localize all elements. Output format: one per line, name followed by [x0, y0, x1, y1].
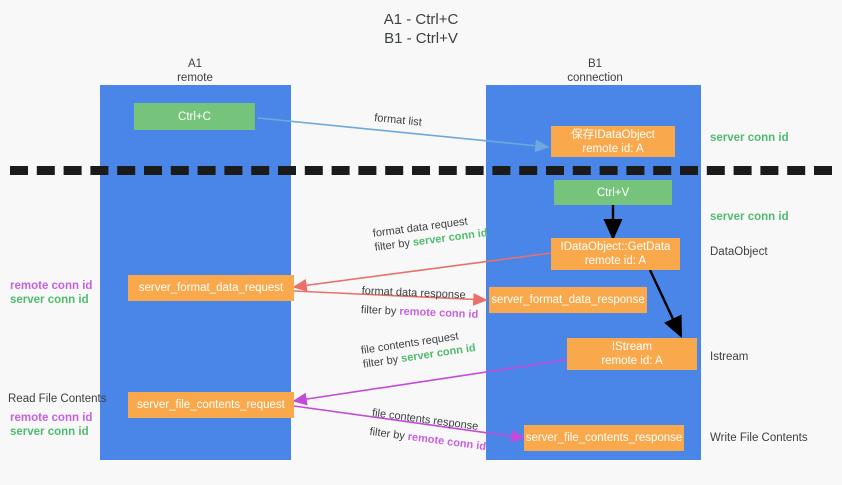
column-header-a1-title: A1	[187, 58, 203, 70]
node-istream-sublabel: remote id: A	[601, 355, 663, 367]
node-save-dataobject-sublabel: remote id: A	[582, 142, 644, 155]
node-ctrl-v-label: Ctrl+V	[596, 186, 630, 199]
annotation-left-remote-conn-id-mid: remote conn id	[10, 280, 93, 292]
node-server-format-data-response-label: server_format_data_response	[491, 294, 645, 306]
column-header-b1-title: B1	[587, 58, 603, 70]
annotation-write-file-contents-text: Write File Contents	[710, 432, 808, 444]
annotation-read-file-contents-text: Read File Contents	[8, 393, 107, 405]
page-title: A1 - Ctrl+C B1 - Ctrl+V	[0, 10, 842, 48]
node-save-dataobject[interactable]: 保存IDataObject remote id: A	[551, 126, 675, 157]
edge-label-format-data-response-line2: filter by remote conn id	[361, 303, 479, 322]
column-header-b1-subtitle: connection	[567, 72, 623, 84]
edge-label-format-data-response: format data response filter by remote co…	[361, 284, 480, 322]
annotation-left-remote-conn-id-bottom: remote conn id	[10, 412, 93, 424]
node-ctrl-c[interactable]: Ctrl+C	[134, 103, 255, 130]
annotation-dataobject-text: DataObject	[710, 246, 768, 258]
annotation-server-conn-id-top: server conn id	[710, 131, 789, 145]
annotation-left-conn-ids-bottom: remote conn id server conn id	[10, 411, 92, 439]
node-server-file-contents-response-label: server_file_contents_response	[525, 432, 683, 444]
annotation-istream-text: Istream	[710, 351, 749, 363]
edge-label-file-contents-request: file contents request filter by server c…	[360, 327, 477, 372]
edge-label-format-data-response-prefix: filter by	[360, 303, 400, 318]
edge-label-format-data-request: format data request filter by server con…	[372, 212, 488, 255]
annotation-read-file-contents: Read File Contents	[8, 392, 106, 406]
node-istream[interactable]: IStream remote id: A	[567, 338, 697, 370]
node-server-file-contents-request[interactable]: server_file_contents_request	[128, 392, 294, 418]
node-idataobject-getdata-sublabel: remote id: A	[584, 255, 647, 267]
column-header-a1-subtitle: remote	[177, 72, 213, 84]
node-server-format-data-request[interactable]: server_format_data_request	[128, 275, 294, 301]
node-server-file-contents-response[interactable]: server_file_contents_response	[524, 425, 684, 451]
node-idataobject-getdata[interactable]: IDataObject::GetData remote id: A	[551, 238, 680, 270]
annotation-left-server-conn-id-mid: server conn id	[10, 294, 89, 306]
edge-label-format-list-text: format list	[373, 111, 423, 129]
node-server-file-contents-request-label: server_file_contents_request	[137, 399, 285, 411]
annotation-server-conn-id-mid-text: server conn id	[710, 211, 789, 223]
column-header-b1: B1 connection	[505, 57, 685, 85]
node-ctrl-v[interactable]: Ctrl+V	[554, 180, 672, 205]
edge-label-file-contents-response: file contents response filter by remote …	[369, 406, 490, 454]
annotation-server-conn-id-top-text: server conn id	[710, 132, 789, 144]
phase-divider	[10, 166, 832, 175]
column-header-a1: A1 remote	[105, 57, 285, 85]
node-ctrl-c-label: Ctrl+C	[178, 110, 211, 123]
edge-label-format-data-request-prefix: filter by	[373, 236, 414, 254]
node-save-dataobject-label: 保存IDataObject	[571, 128, 655, 141]
node-server-format-data-response[interactable]: server_format_data_response	[489, 287, 647, 313]
edge-label-format-data-response-value: remote conn id	[399, 305, 479, 321]
edge-label-file-contents-response-value: remote conn id	[407, 430, 487, 454]
title-line-2: B1 - Ctrl+V	[384, 30, 458, 47]
annotation-write-file-contents: Write File Contents	[710, 431, 808, 445]
annotation-istream: Istream	[710, 350, 748, 364]
title-line-1: A1 - Ctrl+C	[383, 11, 459, 28]
node-server-format-data-request-label: server_format_data_request	[138, 282, 284, 294]
annotation-server-conn-id-mid: server conn id	[710, 210, 789, 224]
edge-label-format-list: format list	[374, 111, 423, 130]
edge-label-format-data-response-line1: format data response	[361, 284, 466, 302]
annotation-left-conn-ids-middle: remote conn id server conn id	[10, 279, 92, 307]
node-istream-label: IStream	[611, 341, 653, 353]
annotation-dataobject: DataObject	[710, 245, 768, 259]
node-idataobject-getdata-label: IDataObject::GetData	[560, 241, 671, 253]
annotation-left-server-conn-id-bottom: server conn id	[10, 426, 89, 438]
edge-label-file-contents-response-prefix: filter by	[368, 425, 409, 443]
